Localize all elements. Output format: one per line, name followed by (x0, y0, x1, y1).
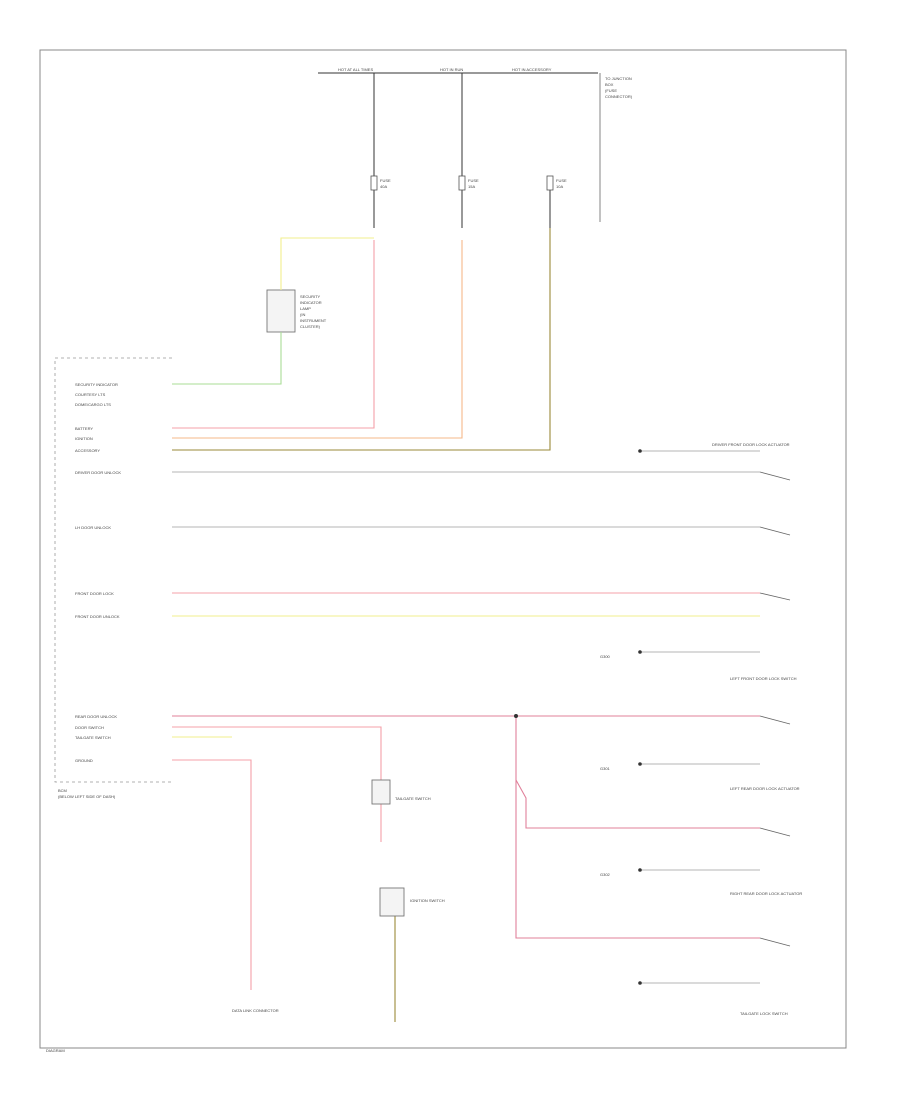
bus-label-hot-always: HOT AT ALL TIMES (338, 67, 373, 72)
bus-note-line-2: BOX (605, 82, 614, 87)
ignition-switch-box (379, 887, 405, 917)
security-lamp-l3: LAMP (300, 306, 311, 311)
fuse-2-rating: 15A (468, 184, 475, 189)
right-component-4: RIGHT REAR DOOR LOCK ACTUATOR (730, 891, 802, 896)
pin-label-1: SECURITY INDICATOR (75, 382, 118, 387)
wire-red-ground-dlc (172, 759, 252, 990)
splice-dot (514, 714, 518, 718)
pin-label-7: DRIVER DOOR UNLOCK (75, 470, 121, 475)
corner-tag: DIAGRAM (46, 1048, 65, 1053)
wire-green-security (172, 332, 282, 385)
ground-dot-4 (638, 868, 642, 872)
wire-pink-branch-mid (515, 779, 760, 829)
security-lamp-l5: INSTRUMENT (300, 318, 327, 323)
fuse-3-label: FUSE (556, 178, 567, 183)
ground-label-3: G302 (600, 872, 611, 877)
security-lamp-l1: SECURITY (300, 294, 321, 299)
bus-note-line-1: TO JUNCTION (605, 76, 632, 81)
fuse-2-label: FUSE (468, 178, 479, 183)
pin-label-10: FRONT DOOR UNLOCK (75, 614, 120, 619)
bus-label-hot-acc: HOT IN ACCESSORY (512, 67, 552, 72)
pin-label-12: DOOR SWITCH (75, 725, 104, 730)
module-footnote-1: BCM (58, 788, 67, 793)
diagram-frame (39, 49, 847, 1049)
right-switch-group (759, 471, 791, 947)
ground-label-1: G300 (600, 654, 611, 659)
fuse-1-label: FUSE (380, 178, 391, 183)
pin-label-3: DOME/CARGO LTS (75, 402, 111, 407)
right-component-3: LEFT REAR DOOR LOCK ACTUATOR (730, 786, 800, 791)
bus-note-line-4: CONNECTOR) (605, 94, 633, 99)
pin-label-14: GROUND (75, 758, 93, 763)
pin-label-9: FRONT DOOR LOCK (75, 591, 114, 596)
lower-label-dlc: DATA LINK CONNECTOR (232, 1008, 279, 1013)
pin-label-13: TAILGATE SWITCH (75, 735, 111, 740)
fuse-1-rating: 40A (380, 184, 387, 189)
ground-label-2: G301 (600, 766, 611, 771)
ground-dot-5 (638, 981, 642, 985)
fuse-2 (458, 175, 466, 191)
security-lamp-l6: CLUSTER) (300, 324, 321, 329)
security-lamp-l4: (IN (300, 312, 305, 317)
right-component-2: LEFT FRONT DOOR LOCK SWITCH (730, 676, 797, 681)
right-component-5: TAILGATE LOCK SWITCH (740, 1011, 788, 1016)
ground-dot-3 (638, 762, 642, 766)
bus-label-hot-run: HOT IN RUN (440, 67, 463, 72)
security-lamp-l2: INDICATOR (300, 300, 322, 305)
wire-orange-ignition (172, 240, 463, 439)
security-indicator-lamp (266, 289, 296, 333)
module-footnote-2: (BELOW LEFT SIDE OF DASH) (58, 794, 116, 799)
fuse-1 (370, 175, 378, 191)
pin-label-6: ACCESSORY (75, 448, 100, 453)
fuse-3-rating: 10A (556, 184, 563, 189)
pin-label-5: IGNITION (75, 436, 93, 441)
pin-label-4: BATTERY (75, 426, 93, 431)
pin-label-8: LH DOOR UNLOCK (75, 525, 111, 530)
lower-label-ignition: IGNITION SWITCH (410, 898, 445, 903)
wire-red-battery (172, 240, 375, 429)
lower-label-tailgate: TAILGATE SWITCH (395, 796, 431, 801)
bus-note-line-3: (FUSE (605, 88, 617, 93)
wire-olive-accessory (172, 228, 551, 451)
right-component-1: DRIVER FRONT DOOR LOCK ACTUATOR (712, 442, 790, 447)
wire-red-door-switch (172, 726, 382, 842)
wire-yellow-security (280, 237, 374, 290)
door-switch-box (371, 779, 391, 805)
ground-dot-2 (638, 650, 642, 654)
wire-pink-branch-rear (515, 716, 760, 939)
pin-label-2: COURTESY LTS (75, 392, 106, 397)
pin-label-11: REAR DOOR UNLOCK (75, 714, 117, 719)
ground-dot-1 (638, 449, 642, 453)
fuse-3 (546, 175, 554, 191)
